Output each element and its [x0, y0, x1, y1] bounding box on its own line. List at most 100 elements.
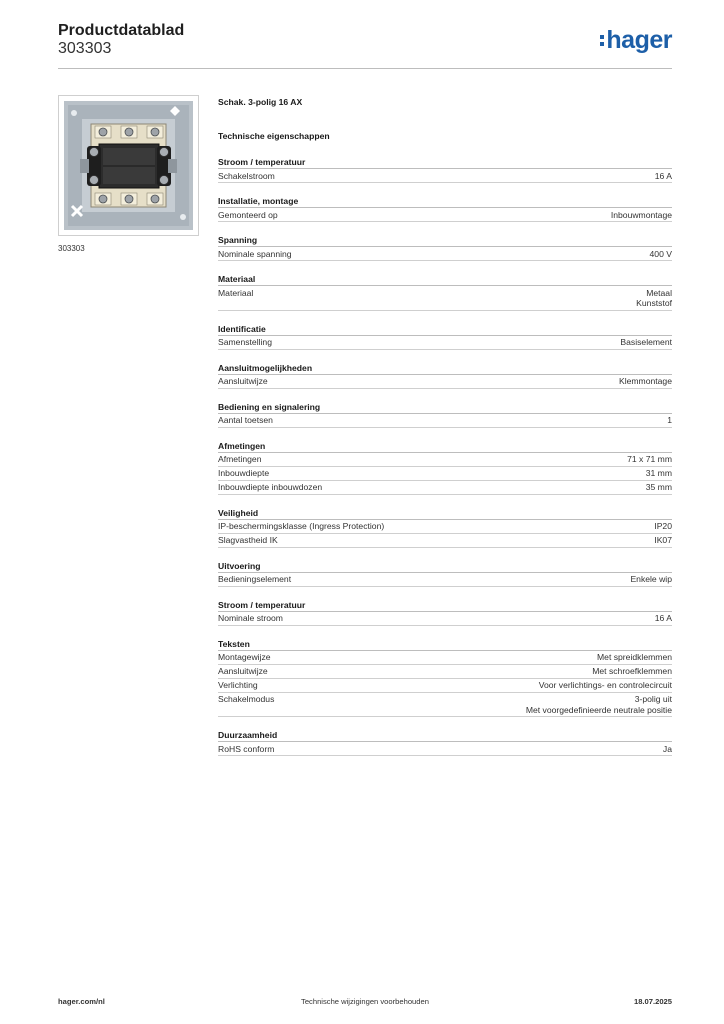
property-row: Aansluitwijze Met schroefklemmen [218, 665, 672, 679]
group-title: Stroom / temperatuur [218, 599, 672, 612]
property-label: Bedieningselement [218, 574, 292, 584]
property-label: Slagvastheid IK [218, 535, 278, 545]
property-value: Basiselement [620, 337, 672, 347]
property-value: IK07 [654, 535, 672, 545]
footer-website[interactable]: hager.com/nl [58, 997, 105, 1006]
property-label: Aansluitwijze [218, 666, 268, 676]
switch-mechanism-illustration [59, 96, 198, 235]
property-row: Nominale stroom 16 A [218, 612, 672, 626]
group-title: Afmetingen [218, 440, 672, 453]
property-label: Verlichting [218, 680, 258, 690]
property-row: Slagvastheid IK IK07 [218, 534, 672, 548]
footer-date: 18.07.2025 [633, 997, 672, 1006]
document-number: 303303 [58, 40, 112, 57]
property-value: Ja [662, 743, 672, 754]
property-label: IP-beschermingsklasse (Ingress Protectio… [218, 521, 385, 531]
property-label: Aansluitwijze [218, 376, 268, 386]
property-value: Inbouwmontage [610, 209, 672, 220]
property-label: Inbouwdiepte [218, 468, 270, 478]
property-row: Afmetingen 71 x 71 mm [218, 453, 672, 467]
property-row: Aantal toetsen 1 [218, 414, 672, 428]
document-title: Productdatablad [58, 22, 185, 39]
group-title: Stroom / temperatuur [218, 156, 672, 169]
product-image [58, 95, 199, 236]
property-label: Afmetingen [218, 454, 262, 464]
property-row: Inbouwdiepte 31 mm [218, 467, 672, 481]
property-value: Enkele wip [630, 574, 672, 584]
property-value: Met schroefklemmen [592, 666, 672, 676]
property-value: 3-polig uit Met voorgedefinieerde neutra… [525, 694, 672, 715]
group-title: Veiligheid [218, 507, 672, 520]
property-label: Gemonteerd op [218, 209, 278, 220]
property-value: 31 mm [645, 468, 672, 478]
property-label: Inbouwdiepte inbouwdozen [218, 482, 323, 492]
group-title: Aansluitmogelijkheden [218, 362, 672, 375]
property-value: Metaal Kunststof [636, 287, 672, 309]
property-value: 71 x 71 mm [627, 454, 672, 464]
property-label: Schakelmodus [218, 694, 275, 704]
property-value: Voor verlichtings- en controlecircuit [538, 680, 672, 690]
property-label: Nominale spanning [218, 248, 292, 259]
property-label: Samenstelling [218, 337, 272, 347]
group-title: Uitvoering [218, 560, 672, 573]
property-label: Aantal toetsen [218, 415, 273, 425]
hager-logo[interactable]: hager [600, 28, 672, 53]
property-value: 16 A [654, 170, 672, 181]
property-row: Aansluitwijze Klemmontage [218, 375, 672, 389]
property-row: Verlichting Voor verlichtings- en control… [218, 679, 672, 693]
logo-dots-icon [600, 35, 605, 46]
property-row: Montagewijze Met spreidklemmen [218, 651, 672, 665]
property-label: Materiaal [218, 287, 254, 298]
group-title: Spanning [218, 234, 672, 247]
property-row: Schakelstroom 16 A [218, 169, 672, 183]
product-title: Schak. 3-polig 16 AX [218, 97, 303, 107]
property-row: IP-beschermingsklasse (Ingress Protectio… [218, 520, 672, 534]
property-value: Klemmontage [618, 376, 672, 386]
image-caption: 303303 [58, 244, 85, 253]
property-label: Nominale stroom [218, 613, 283, 623]
group-title: Teksten [218, 638, 672, 651]
property-label: Montagewijze [218, 652, 271, 662]
property-row: Schakelmodus 3-polig uit Met voorgedefini… [218, 693, 672, 717]
property-row: Samenstelling Basiselement [218, 336, 672, 350]
group-title: Bediening en signalering [218, 401, 672, 414]
property-row: Inbouwdiepte inbouwdozen 35 mm [218, 481, 672, 495]
property-value: 35 mm [645, 482, 672, 492]
group-title: Materiaal [218, 273, 672, 286]
group-title: Identificatie [218, 323, 672, 336]
property-label: Schakelstroom [218, 170, 275, 181]
product-details: Schak. 3-polig 16 AX Technische eigensch… [218, 96, 672, 768]
property-row: RoHS conform Ja [218, 742, 672, 756]
property-value: Met spreidklemmen [597, 652, 672, 662]
property-value: 16 A [654, 613, 672, 623]
group-title: Duurzaamheid [218, 729, 672, 742]
property-row: Bedieningselement Enkele wip [218, 573, 672, 587]
page-header: Productdatablad 303303 hager [58, 22, 672, 69]
property-row: Nominale spanning 400 V [218, 247, 672, 261]
property-row: Materiaal Metaal Kunststof [218, 286, 672, 311]
property-label: RoHS conform [218, 743, 275, 754]
footer-disclaimer: Technische wijzigingen voorbehouden [301, 997, 429, 1006]
technical-properties-heading: Technische eigenschappen [218, 131, 330, 141]
property-value: IP20 [654, 521, 672, 531]
property-row: Gemonteerd op Inbouwmontage [218, 208, 672, 222]
group-title: Installatie, montage [218, 195, 672, 208]
page-footer: hager.com/nl Technische wijzigingen voor… [58, 997, 672, 1009]
logo-text: hager [606, 26, 672, 54]
property-value: 400 V [649, 248, 672, 259]
property-value: 1 [667, 415, 672, 425]
